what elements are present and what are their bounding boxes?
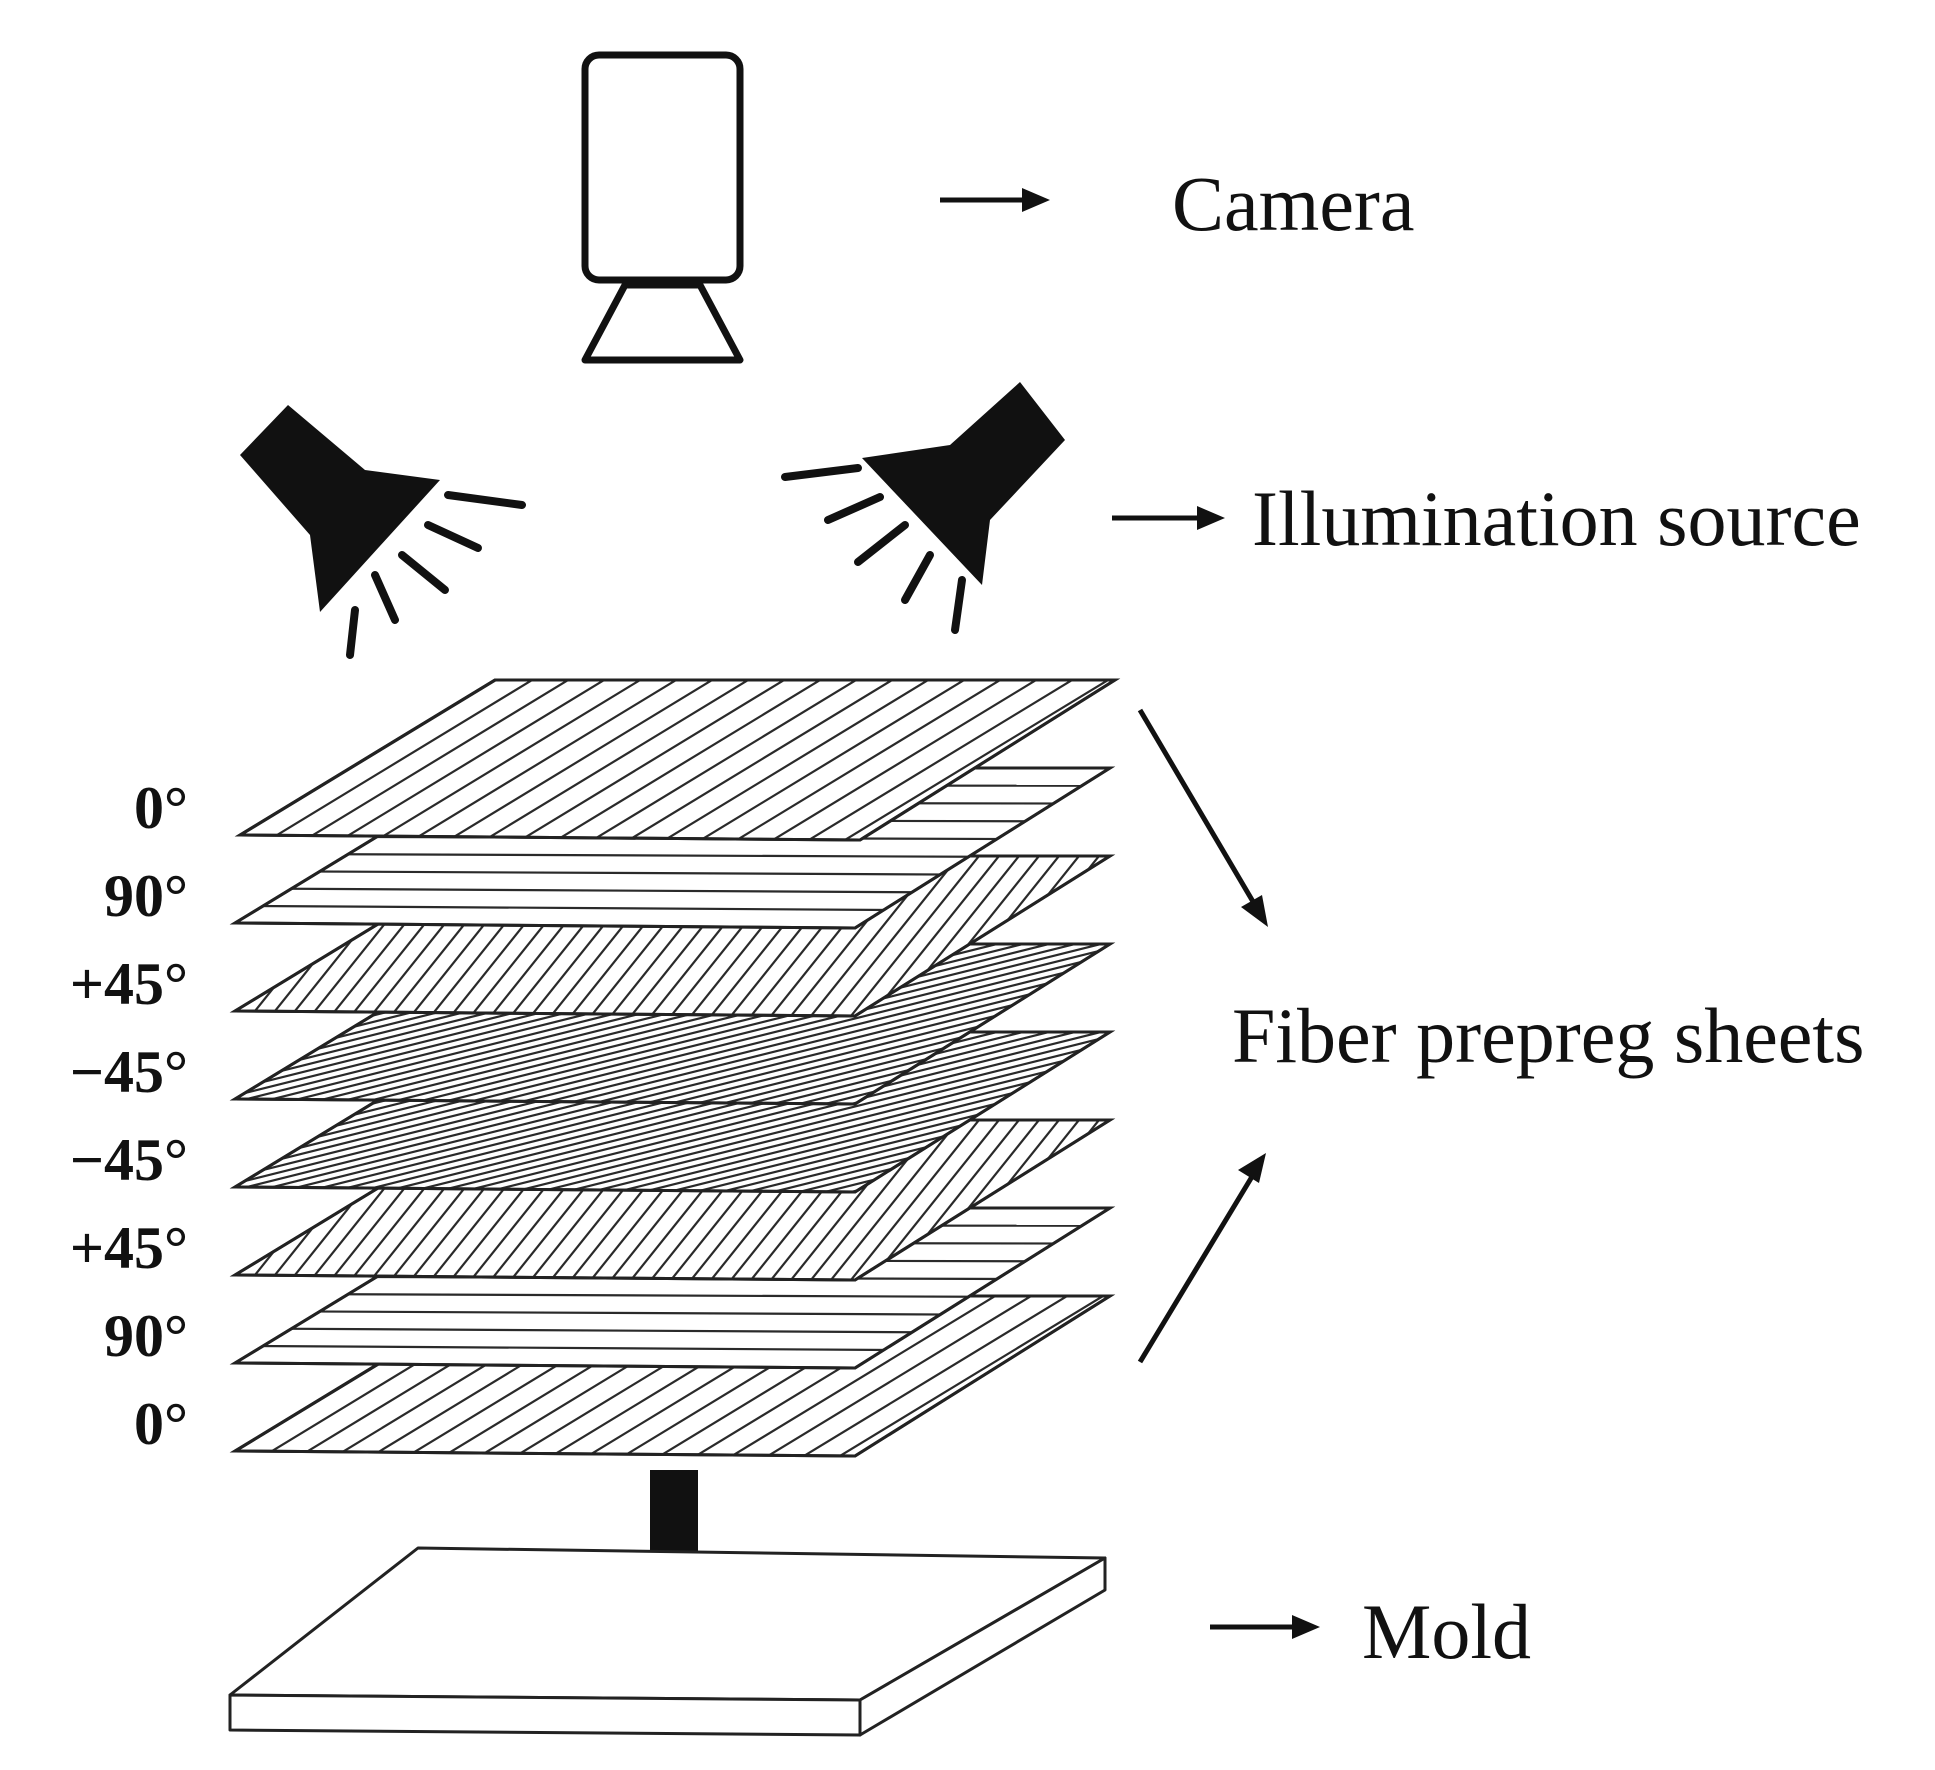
angle-label: −45° [70, 1039, 188, 1105]
angle-label: 90° [104, 863, 188, 929]
spotlight-icon [781, 382, 1065, 634]
angle-label: +45° [70, 1215, 188, 1281]
prepreg-stack [229, 678, 1121, 1458]
mold-label: Mold [1362, 1588, 1531, 1675]
spotlight-icon [240, 405, 526, 659]
illumination-label: Illumination source [1252, 475, 1861, 562]
sheets-label: Fiber prepreg sheets [1232, 992, 1864, 1079]
angle-label: 90° [104, 1303, 188, 1369]
camera-icon [581, 51, 744, 364]
angle-label: 0° [134, 775, 188, 841]
camera-label: Camera [1172, 160, 1415, 247]
mold-plate [228, 1546, 1107, 1737]
angle-labels: 0° 90° +45° −45° −45° +45° 90° 0° [70, 775, 188, 1457]
angle-label: +45° [70, 951, 188, 1017]
angle-label: −45° [70, 1127, 188, 1193]
label-arrows [940, 188, 1320, 1639]
angle-label: 0° [134, 1391, 188, 1457]
